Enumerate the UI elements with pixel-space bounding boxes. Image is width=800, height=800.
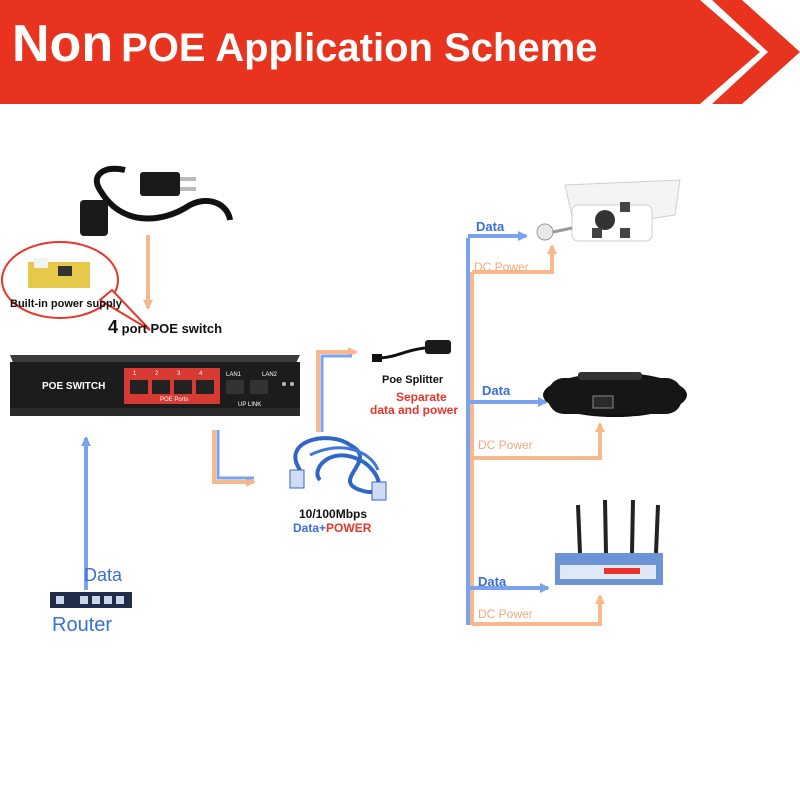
poe-splitter-device [372, 340, 451, 362]
distribution-trunk [466, 238, 474, 625]
port-number-3: 3 [177, 371, 181, 377]
title-non: Non [12, 15, 114, 73]
poe-ports-label: POE Ports [160, 397, 189, 403]
phone-power-label: DC Power [478, 438, 533, 452]
camera-data-label: Data [476, 219, 505, 234]
router-data-label: Data [84, 565, 123, 585]
router-device [50, 592, 132, 608]
wifi-router-branch [468, 583, 605, 626]
ethernet-cable-icon [289, 436, 387, 501]
camera-power-label: DC Power [474, 260, 529, 274]
switch-title: 4 port POE switch [108, 317, 223, 338]
ip-phone-device [543, 372, 687, 417]
ip-camera-device [536, 179, 681, 242]
phone-branch [468, 397, 605, 460]
port-number-4: 4 [199, 371, 203, 377]
cable-speed-label: 10/100Mbps [299, 507, 368, 521]
uplink-label: UP LINK [238, 402, 262, 408]
camera-branch [468, 231, 557, 274]
title-rest: POE Application Scheme [121, 26, 598, 70]
switch-to-cable-arrows [212, 430, 256, 487]
wireless-router-device [555, 499, 663, 585]
title-banner [0, 0, 800, 104]
lan2-label: LAN2 [262, 372, 278, 378]
power-supply-callout-label: Built-in power supply [10, 298, 122, 310]
phone-data-label: Data [482, 383, 511, 398]
switch-title-text: port POE switch [118, 321, 223, 336]
cable-to-splitter-arrows [316, 347, 358, 432]
poe-switch-device [10, 355, 300, 416]
splitter-label: Poe Splitter [382, 374, 444, 386]
wifi-power-label: DC Power [478, 607, 533, 621]
switch-front-label: POE SWITCH [42, 381, 106, 392]
port-number-2: 2 [155, 371, 159, 377]
wifi-data-label: Data [478, 574, 507, 589]
cable-data-power-label: Data+POWER [293, 521, 372, 535]
cable-data-text: Data+ [293, 521, 327, 535]
splitter-desc-line1: Separate [396, 390, 447, 404]
switch-title-number: 4 [108, 317, 119, 337]
router-label: Router [52, 614, 113, 636]
splitter-desc-line2: data and power [370, 403, 459, 417]
power-cord-icon [80, 165, 233, 236]
lan1-label: LAN1 [226, 372, 242, 378]
cable-power-text: POWER [326, 521, 372, 535]
power-supply-callout [1, 241, 151, 331]
port-number-1: 1 [133, 371, 137, 377]
